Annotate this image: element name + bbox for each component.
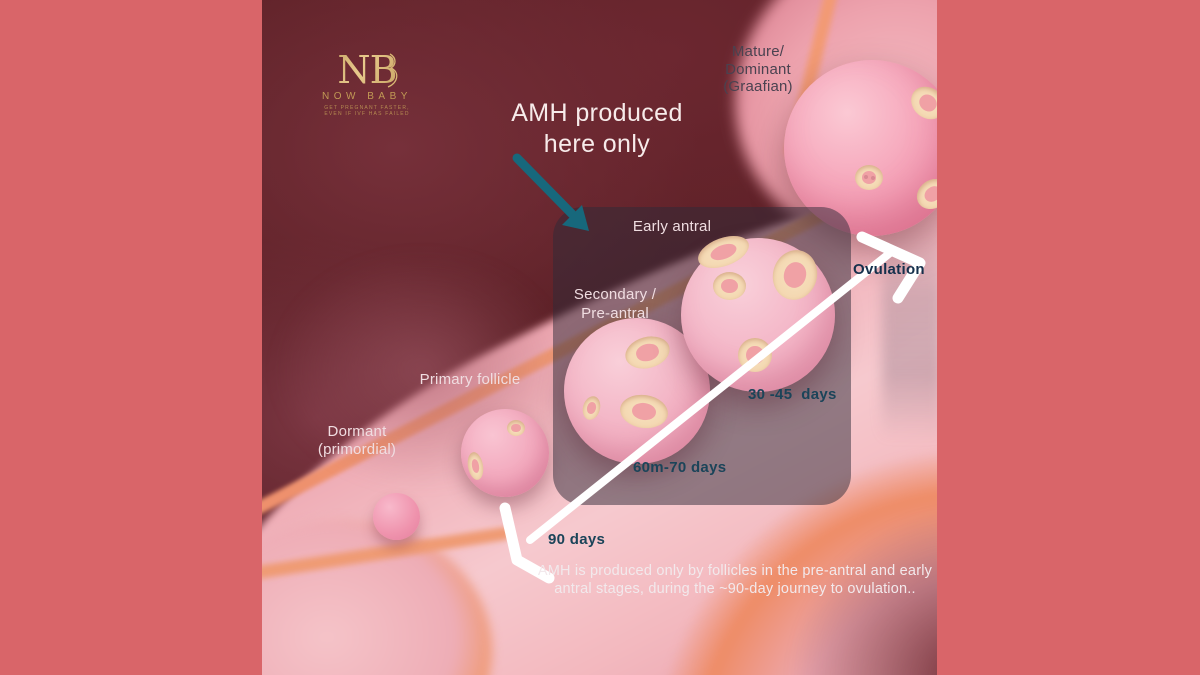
follicle-graafian [784,60,937,236]
label-line: (Graafian) [723,78,793,95]
tissue-streak-right [882,220,937,440]
label-line: Dormant [327,423,387,440]
oocyte-dot [864,175,868,179]
label-90-days: 90 days [548,531,606,548]
logo-tagline-line: EVEN IF IVF HAS FAILED [324,111,410,117]
oocyte-pit [621,331,674,374]
follicle-primary [461,409,549,497]
oocyte-pit-center [746,346,764,364]
title-amh-produced: AMH produced here only [447,98,747,160]
label-secondary-preantral: Secondary / Pre-antral [515,285,715,323]
label-dormant-primordial: Dormant (primordial) [262,423,457,459]
oocyte-pit [911,172,937,216]
oocyte-dot [871,176,875,180]
oocyte-pit-center [634,341,661,364]
label-primary-follicle: Primary follicle [419,371,521,388]
oocyte-pit-center [921,182,937,206]
label-line: Dominant [725,60,791,78]
oocyte-pit [580,394,603,422]
label-line: Mature/ [731,43,785,60]
ovary-illustration-scene: Mature/ Dominant (Graafian) AMH produced… [262,0,937,675]
title-line: AMH produced [511,99,683,127]
oocyte-pit [713,272,746,300]
label-early-antral: Early antral [632,218,712,235]
title-line: here only [543,130,651,158]
logo-tagline: GET PREGNANT FASTER, EVEN IF IVF HAS FAI… [297,105,437,117]
label-line: Pre-antral [581,305,649,322]
oocyte-pit-center [915,90,937,116]
logo-tagline-line: GET PREGNANT FASTER, [324,105,410,111]
nb-monogram: NB [297,50,437,90]
follicle-dormant [373,493,420,540]
oocyte-pit-center [720,278,739,294]
now-baby-logo: NB NOW BABY GET PREGNANT FASTER, EVEN IF… [297,50,437,117]
label-line: Secondary / [573,286,657,303]
oocyte-pit [855,165,883,190]
oocyte-pit [507,420,525,436]
oocyte-pit-center [470,458,481,474]
oocyte-pit [904,79,937,127]
woman-silhouette-icon [387,53,398,88]
label-30-45-days: 30 -45 days [748,386,837,403]
oocyte-pit-center [861,171,877,184]
logo-wordmark: NOW BABY [322,91,412,102]
label-ovulation: Ovulation [853,261,925,278]
oocyte-pit-center [630,401,658,422]
oocyte-pit [465,450,486,482]
oocyte-pit-center [780,259,810,291]
label-mature-dominant: Mature/ Dominant (Graafian) [658,43,858,96]
oocyte-pit [738,338,772,372]
footer-caption: AMH is produced only by follicles in the… [537,563,933,597]
label-60-70-days: 60m-70 days [633,459,727,476]
oocyte-pit [617,391,671,432]
label-line: (primordial) [317,441,397,458]
oocyte-pit-center [708,240,739,264]
oocyte-pit-center [511,423,521,433]
oocyte-pit-center [585,400,598,416]
